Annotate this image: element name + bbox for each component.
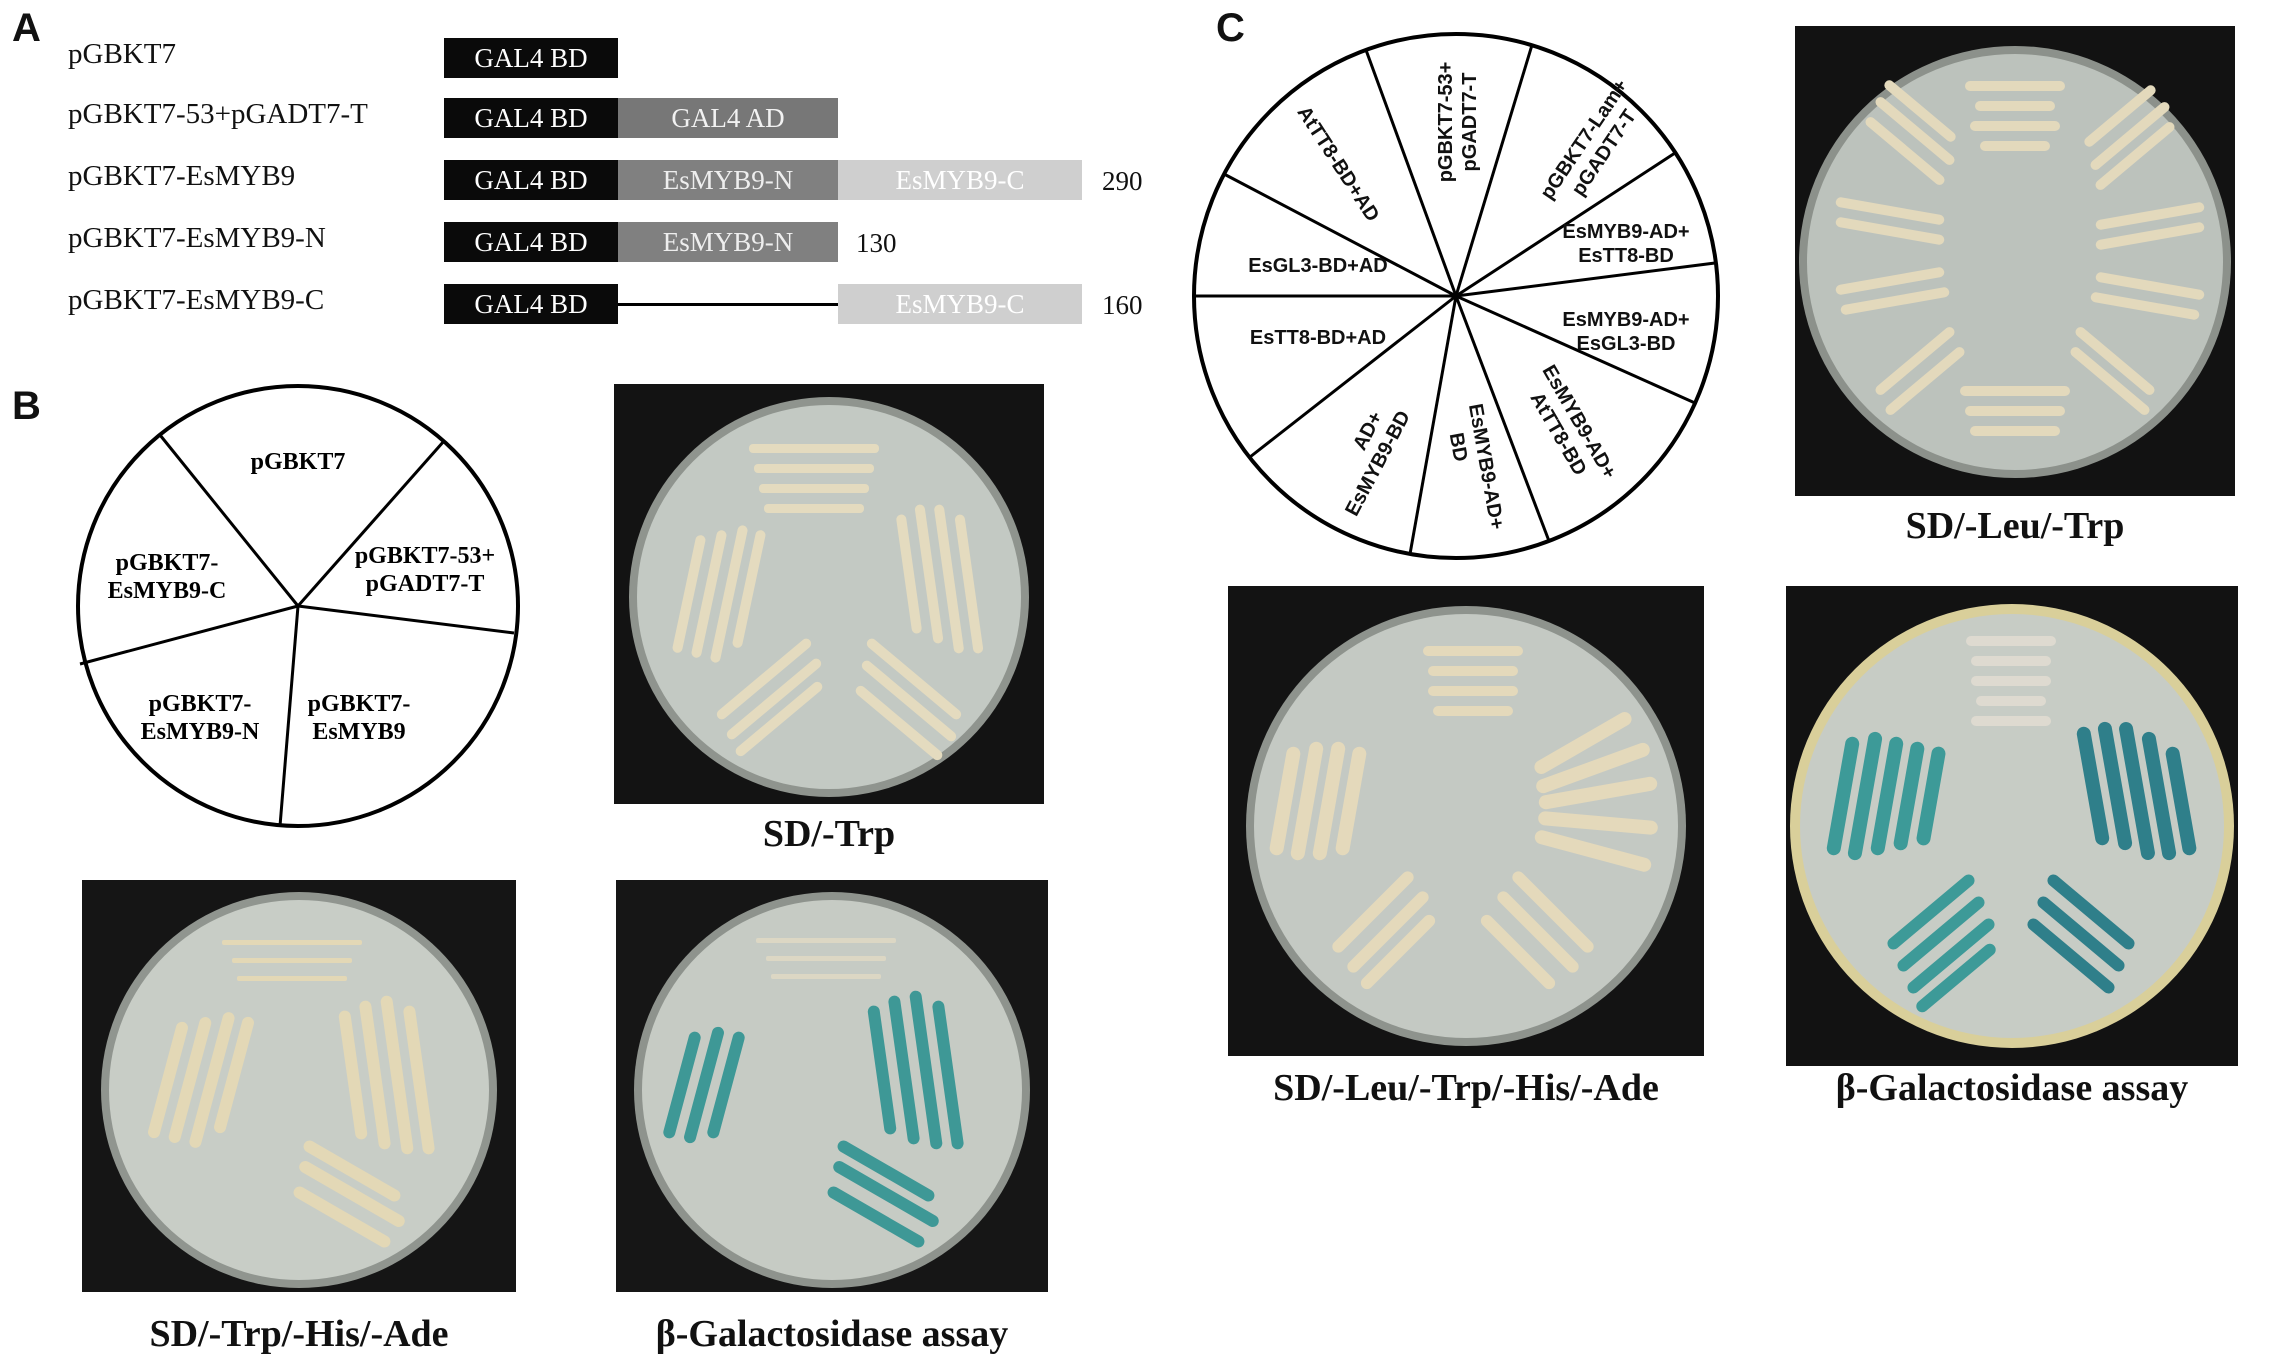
sector-divider — [1455, 261, 1716, 298]
length-label: 290 — [1102, 166, 1143, 196]
sector-label: pGBKT7- — [149, 691, 252, 717]
colony-streaks — [1835, 80, 2205, 436]
colony-streaks — [663, 938, 964, 1248]
sector-label: EsGL3-BD+AD — [1248, 255, 1387, 277]
sector-divider — [79, 604, 299, 666]
sector-label: pGBKT7-53+ — [1435, 62, 1457, 183]
sector-label: EsMYB9 — [312, 719, 405, 745]
sector-divider — [158, 434, 300, 607]
gal4-bd-box: GAL4 BD — [444, 38, 618, 78]
sector-label: EsGL3-BD — [1577, 333, 1676, 355]
panel-label-b: B — [12, 384, 41, 428]
sector-label: BD — [1445, 431, 1472, 463]
sector-label: EsMYB9-AD+ — [1562, 221, 1689, 243]
sector-divider — [1455, 294, 1696, 405]
plate-photo-sd-trp-his-ade — [82, 880, 516, 1292]
sector-label: pGBKT7-53+ — [355, 543, 495, 569]
sector-label: pGBKT7 — [251, 449, 346, 475]
sector-divider — [1455, 151, 1676, 298]
caption-sd-trp-his-ade: SD/-Trp/-His/-Ade — [149, 1313, 449, 1355]
caption-beta-gal-b: β-Galactosidase assay — [655, 1313, 1009, 1355]
plate-photo-beta-gal-c — [1786, 586, 2238, 1066]
sector-label: pGADT7-T — [1459, 73, 1481, 172]
colony-streaks — [1269, 646, 1658, 990]
panel-label-a: A — [12, 6, 41, 50]
construct-name: pGBKT7-EsMYB9-N — [68, 222, 326, 254]
gal4-bd-box: GAL4 BD — [444, 98, 618, 138]
plate-photo-beta-gal-b — [616, 880, 1048, 1292]
sector-divider — [1408, 295, 1458, 555]
sector-divider — [1454, 295, 1551, 542]
sector-divider — [1364, 49, 1458, 297]
sector-label: pGBKT7- — [116, 550, 219, 576]
sector-label: EsTT8-BD+AD — [1250, 327, 1386, 349]
length-label: 130 — [856, 228, 897, 258]
esmyb9-n-box: EsMYB9-N — [618, 222, 838, 262]
caption-beta-gal-c: β-Galactosidase assay — [1835, 1067, 2189, 1109]
colony-streaks — [148, 940, 435, 1248]
sector-label: EsMYB9-AD+ — [1562, 309, 1689, 331]
gal4-ad-box: GAL4 AD — [618, 98, 838, 138]
caption-sd-leu-trp-his-ade: SD/-Leu/-Trp/-His/-Ade — [1273, 1067, 1659, 1109]
construct-name: pGBKT7-53+pGADT7-T — [68, 98, 368, 130]
sector-label: pGBKT7- — [308, 691, 411, 717]
sector-label: EsMYB9-N — [141, 719, 260, 745]
esmyb9-n-box: EsMYB9-N — [618, 160, 838, 200]
gal4-bd-box: GAL4 BD — [444, 160, 618, 200]
plate-photo-sd-leu-trp — [1795, 26, 2235, 496]
esmyb9-c-box: EsMYB9-C — [838, 160, 1082, 200]
esmyb9-c-box: EsMYB9-C — [838, 284, 1082, 324]
plate-layout-diagram-b: pGBKT7 pGBKT7-53+ pGADT7-T pGBKT7- EsMYB… — [76, 384, 520, 828]
sector-label: pGADT7-T — [366, 571, 485, 597]
plate-photo-sd-trp — [614, 384, 1044, 804]
sector-divider — [278, 605, 300, 827]
linker-line — [618, 303, 838, 306]
caption-sd-trp: SD/-Trp — [762, 813, 896, 855]
length-label: 160 — [1102, 290, 1143, 320]
plate-layout-diagram-c: pGBKT7-53+ pGADT7-T pGBKT7-Lam+ pGADT7-T… — [1192, 32, 1720, 560]
sector-label: EsTT8-BD — [1578, 245, 1674, 267]
construct-name: pGBKT7-EsMYB9-C — [68, 284, 325, 316]
sector-divider — [1223, 172, 1457, 298]
sector-divider — [297, 604, 515, 635]
sector-divider — [1249, 294, 1457, 459]
colony-streaks — [1826, 636, 2197, 1013]
colony-streaks — [672, 444, 984, 761]
construct-name: pGBKT7 — [68, 38, 176, 70]
sector-label: EsMYB9-C — [108, 578, 227, 604]
sector-divider — [296, 440, 446, 607]
sector-divider — [1454, 44, 1534, 297]
caption-sd-leu-trp: SD/-Leu/-Trp — [1905, 505, 2125, 547]
panel-label-c: C — [1216, 6, 1245, 50]
gal4-bd-box: GAL4 BD — [444, 222, 618, 262]
plate-photo-sd-leu-trp-his-ade — [1228, 586, 1704, 1056]
construct-name: pGBKT7-EsMYB9 — [68, 160, 296, 192]
gal4-bd-box: GAL4 BD — [444, 284, 618, 324]
